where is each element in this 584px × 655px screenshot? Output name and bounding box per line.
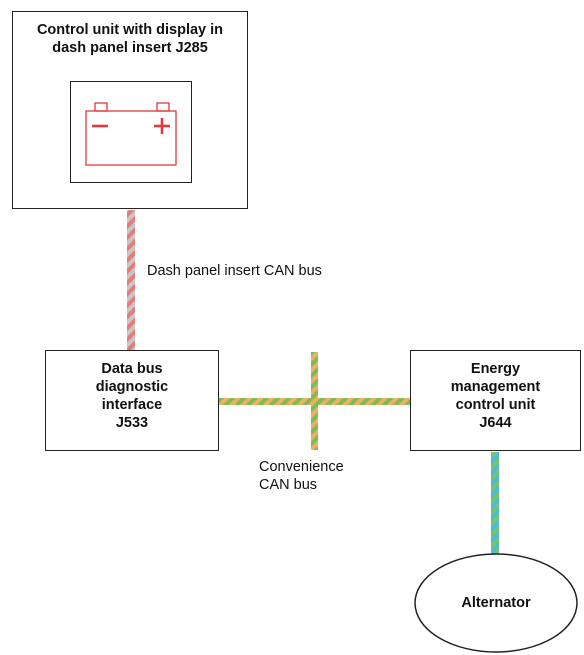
battery-icon-frame [70,81,192,183]
convenience-can-bus-branch [311,352,318,450]
data-bus-diagnostic-interface-label: Data bus diagnostic interface J533 [95,361,169,431]
battery-terminal-positive [156,102,170,112]
battery-icon [85,102,177,166]
energy-management-control-unit-label: Energy management control unit J644 [450,361,541,431]
dash-panel-control-unit-label: Control unit with display in dash panel … [36,22,224,56]
energy-management-control-unit-box [410,350,581,451]
alternator-label: Alternator [461,595,531,611]
convenience-can-bus-label: Convenience CAN bus [259,459,344,493]
dash-panel-can-bus-label: Dash panel insert CAN bus [147,263,322,279]
dash-panel-can-bus-line [127,210,135,351]
alternator-ellipse [414,553,578,653]
data-bus-diagnostic-interface-box [45,350,219,451]
battery-body [85,110,177,166]
alternator-line [491,452,499,554]
battery-terminal-negative [94,102,108,112]
